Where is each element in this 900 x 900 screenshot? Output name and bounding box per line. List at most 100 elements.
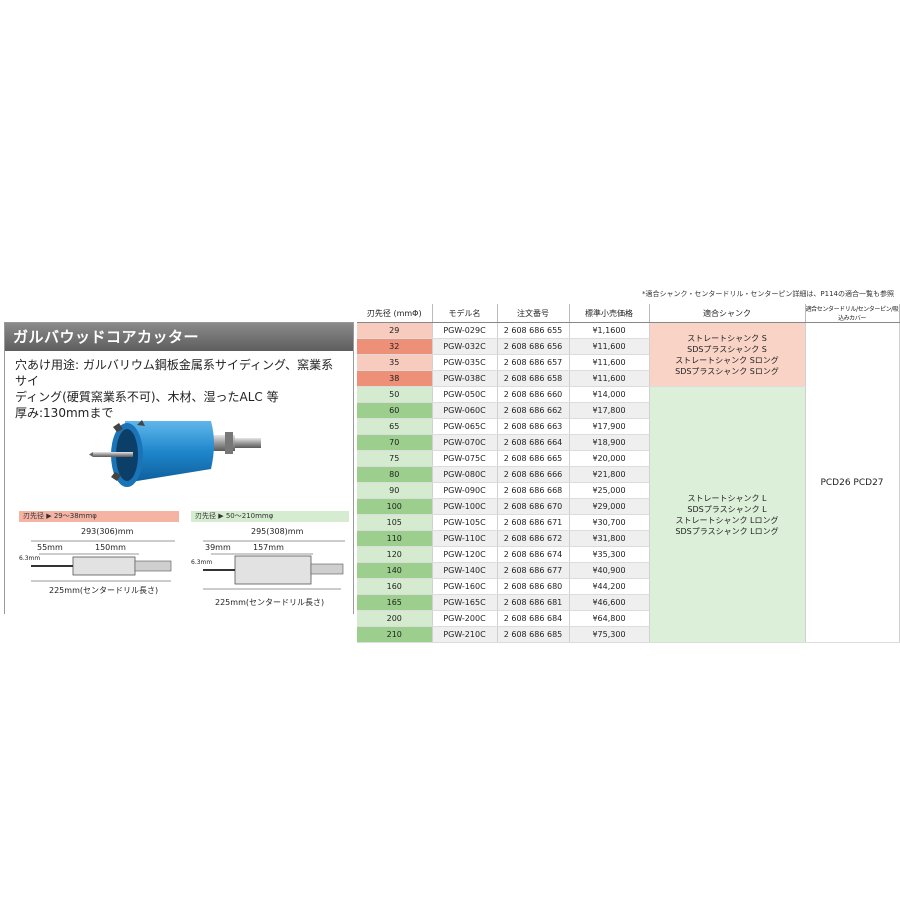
cell-price: ¥11,600	[569, 354, 650, 371]
cell-model: PGW-060C	[432, 402, 498, 419]
spec-label-large: 刃先径 ▶ 50〜210mmφ	[191, 511, 349, 522]
cell-price: ¥46,600	[569, 594, 650, 611]
reference-note: *適合シャンク・センタードリル・センターピン詳細は、P114の適合一覧も参照	[642, 290, 894, 298]
cell-model: PGW-032C	[432, 338, 498, 355]
cell-model: PGW-210C	[432, 626, 498, 643]
header-accessory: 適合センタードリル/センターピン/吸込みカバー	[805, 304, 900, 323]
cell-price: ¥20,000	[569, 450, 650, 467]
total-length-large: 295(308)mm	[251, 527, 304, 536]
spec-diagram-large: 刃先径 ▶ 50〜210mmφ 295(308)mm 39mm 157mm 6.…	[191, 511, 349, 613]
accessory-cell: PCD26 PCD27	[805, 322, 900, 643]
shank-item: SDSプラスシャンク L	[687, 504, 767, 514]
cell-model: PGW-035C	[432, 354, 498, 371]
spec-table: 刃先径 (mmΦ) モデル名 注文番号 標準小売価格 適合シャンク 適合センター…	[357, 304, 900, 643]
shank-dia-large: 6.3mm	[191, 559, 213, 566]
cutter-drawing-small	[31, 540, 175, 582]
header-shank: 適合シャンク	[649, 304, 806, 323]
drill-length-small: 225mm(センタードリル長さ)	[49, 586, 159, 595]
cell-order-number: 2 608 686 656	[497, 338, 570, 355]
header-model: モデル名	[432, 304, 498, 323]
cell-price: ¥64,800	[569, 610, 650, 627]
cell-model: PGW-120C	[432, 546, 498, 563]
cell-price: ¥14,000	[569, 386, 650, 403]
header-diameter: 刃先径 (mmΦ)	[357, 304, 433, 323]
cell-model: PGW-080C	[432, 466, 498, 483]
cell-order-number: 2 608 686 655	[497, 322, 570, 339]
cell-order-number: 2 608 686 666	[497, 466, 570, 483]
cell-order-number: 2 608 686 684	[497, 610, 570, 627]
cell-order-number: 2 608 686 657	[497, 354, 570, 371]
cell-order-number: 2 608 686 671	[497, 514, 570, 531]
spec-label-small: 刃先径 ▶ 29〜38mmφ	[19, 511, 179, 522]
desc-line-1: 穴あけ用途: ガルバリウム鋼板金属系サイディング、窯業系サイ	[15, 358, 334, 388]
product-title: ガルバウッドコアカッター	[5, 323, 353, 351]
cell-diameter: 80	[357, 466, 433, 483]
cell-price: ¥30,700	[569, 514, 650, 531]
cell-order-number: 2 608 686 660	[497, 386, 570, 403]
cell-diameter: 210	[357, 626, 433, 643]
shank-dia-small: 6.3mm	[19, 555, 41, 562]
cell-order-number: 2 608 686 680	[497, 578, 570, 595]
cell-price: ¥31,800	[569, 530, 650, 547]
cell-diameter: 60	[357, 402, 433, 419]
cell-price: ¥44,200	[569, 578, 650, 595]
cell-price: ¥35,300	[569, 546, 650, 563]
cell-diameter: 110	[357, 530, 433, 547]
length-b-small: 150mm	[95, 543, 126, 552]
cell-model: PGW-070C	[432, 434, 498, 451]
cell-diameter: 75	[357, 450, 433, 467]
shank-item: SDSプラスシャンク Sロング	[675, 366, 779, 376]
cell-model: PGW-105C	[432, 514, 498, 531]
cell-model: PGW-050C	[432, 386, 498, 403]
cell-model: PGW-140C	[432, 562, 498, 579]
cell-order-number: 2 608 686 672	[497, 530, 570, 547]
cell-model: PGW-029C	[432, 322, 498, 339]
cell-diameter: 165	[357, 594, 433, 611]
drill-length-large: 225mm(センタードリル長さ)	[215, 598, 325, 607]
header-order-number: 注文番号	[497, 304, 570, 323]
cell-price: ¥25,000	[569, 482, 650, 499]
cell-model: PGW-110C	[432, 530, 498, 547]
cell-price: ¥11,600	[569, 338, 650, 355]
product-description: 穴あけ用途: ガルバリウム鋼板金属系サイディング、窯業系サイ ディング(硬質窯業…	[15, 357, 345, 421]
total-length-small: 293(306)mm	[81, 527, 134, 536]
cell-order-number: 2 608 686 677	[497, 562, 570, 579]
cell-diameter: 200	[357, 610, 433, 627]
cell-price: ¥21,800	[569, 466, 650, 483]
cell-diameter: 50	[357, 386, 433, 403]
cell-diameter: 29	[357, 322, 433, 339]
cell-diameter: 160	[357, 578, 433, 595]
cell-price: ¥17,900	[569, 418, 650, 435]
cutter-drawing-large	[203, 540, 345, 590]
cell-diameter: 100	[357, 498, 433, 515]
cell-diameter: 35	[357, 354, 433, 371]
cell-model: PGW-038C	[432, 370, 498, 387]
shank-item: SDSプラスシャンク S	[687, 344, 767, 354]
cell-diameter: 105	[357, 514, 433, 531]
cell-order-number: 2 608 686 674	[497, 546, 570, 563]
header-price: 標準小売価格	[569, 304, 650, 323]
cell-model: PGW-100C	[432, 498, 498, 515]
cell-diameter: 38	[357, 370, 433, 387]
length-a-large: 39mm	[205, 543, 231, 552]
shank-item: SDSプラスシャンク Lロング	[675, 526, 779, 536]
cell-price: ¥11,600	[569, 370, 650, 387]
desc-line-3: 厚み:130mmまで	[15, 406, 114, 420]
cell-diameter: 70	[357, 434, 433, 451]
shank-item: ストレートシャンク L	[687, 493, 767, 503]
